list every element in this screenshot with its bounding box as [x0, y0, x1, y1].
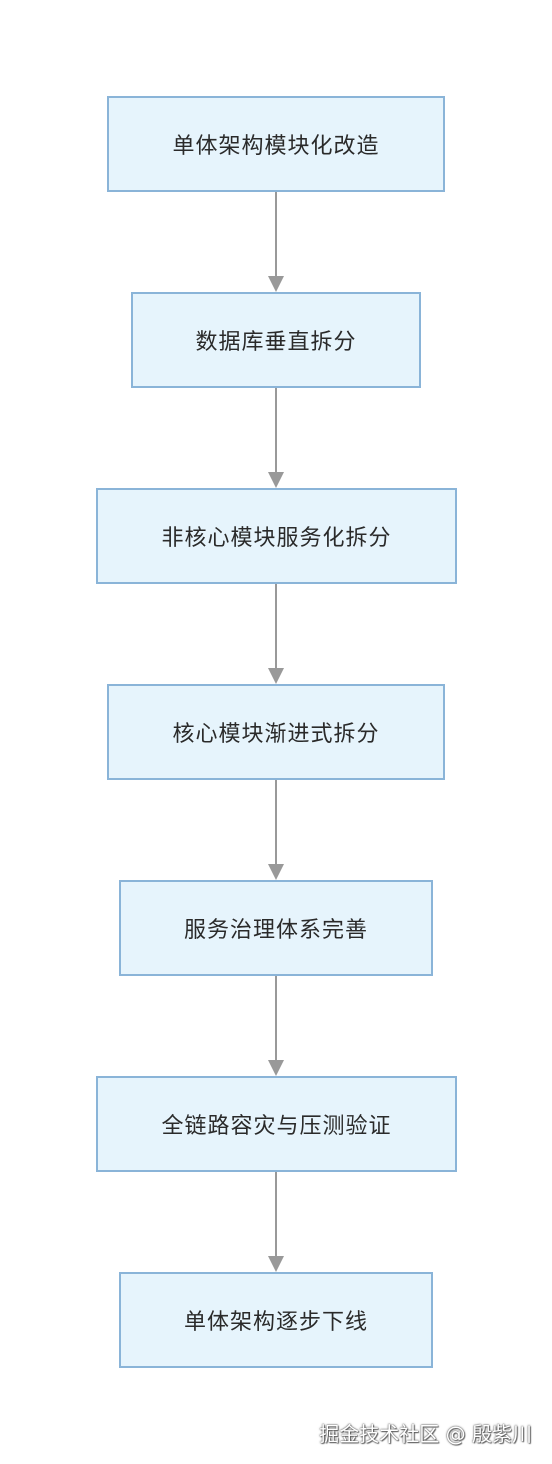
- node-label: 单体架构逐步下线: [183, 1310, 368, 1335]
- node-db-vertical-split: 数据库垂直拆分: [131, 292, 421, 388]
- node-label: 服务治理体系完善: [183, 918, 368, 943]
- node-disaster-recovery-testing: 全链路容灾与压测验证: [96, 1076, 457, 1172]
- edge-n5-n6: [268, 976, 284, 1076]
- node-label: 核心模块渐进式拆分: [172, 722, 380, 747]
- edge-n6-n7: [268, 1172, 284, 1272]
- node-monolith-decommission: 单体架构逐步下线: [119, 1272, 433, 1368]
- node-label: 数据库垂直拆分: [195, 330, 357, 355]
- edge-n2-n3: [268, 388, 284, 488]
- node-label: 非核心模块服务化拆分: [161, 526, 392, 551]
- edge-n1-n2: [268, 192, 284, 292]
- watermark: 掘金技术社区 @ 殷紫川: [319, 1422, 532, 1446]
- node-noncore-service-split: 非核心模块服务化拆分: [96, 488, 457, 584]
- edge-n4-n5: [268, 780, 284, 880]
- node-service-governance: 服务治理体系完善: [119, 880, 433, 976]
- node-core-progressive-split: 核心模块渐进式拆分: [107, 684, 445, 780]
- node-label: 单体架构模块化改造: [172, 134, 380, 159]
- node-label: 全链路容灾与压测验证: [161, 1114, 392, 1139]
- edge-n3-n4: [268, 584, 284, 684]
- node-modular-refactor: 单体架构模块化改造: [107, 96, 445, 192]
